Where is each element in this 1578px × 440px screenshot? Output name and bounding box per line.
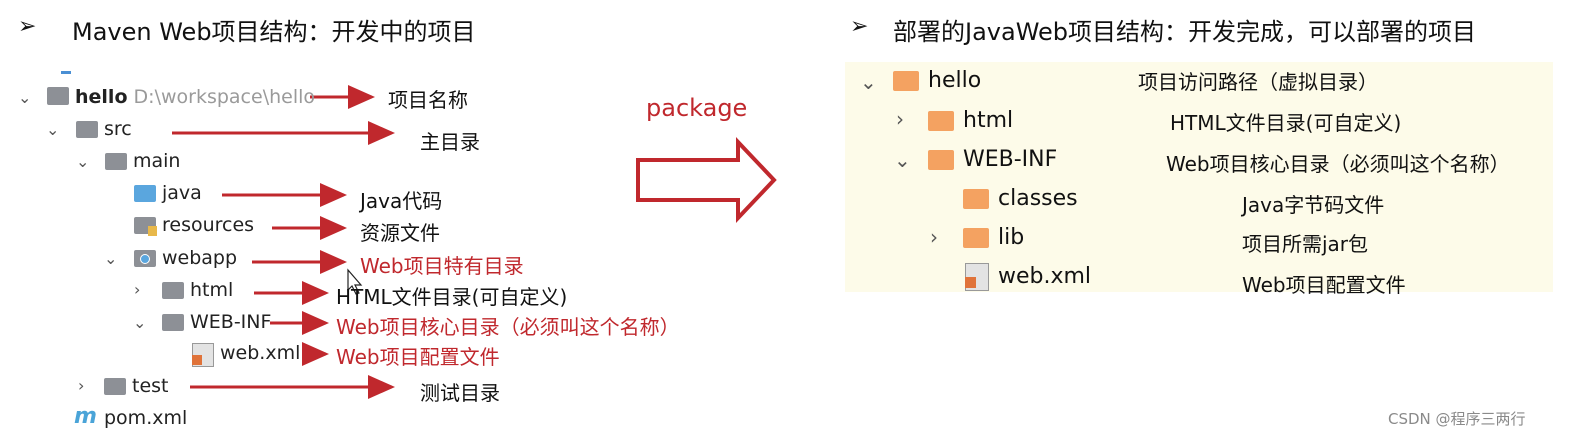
annotation-r-classes: Java字节码文件 [1242,193,1385,217]
mouse-cursor-icon [347,268,363,295]
chevron-down-icon[interactable]: ⌄ [76,152,90,171]
chevron-down-icon[interactable]: ⌄ [46,120,60,139]
xml-file-marker-icon [192,355,202,365]
xml-file-marker-icon [965,277,976,288]
chevron-down-icon[interactable]: ⌄ [104,249,118,268]
folder-icon [104,378,126,395]
deploy-item-webxml[interactable]: web.xml [998,264,1092,289]
chevron-down-icon[interactable]: ⌄ [860,70,877,94]
annotation-hello: 项目名称 [388,88,468,112]
folder-icon [105,153,127,170]
bullet-icon: ➢ [18,14,37,39]
tree-item-pom[interactable]: pom.xml [104,407,188,429]
folder-icon [963,228,989,248]
chevron-down-icon[interactable]: ⌄ [18,88,32,107]
annotation-r-hello: 项目访问路径（虚拟目录） [1138,70,1378,94]
folder-icon [162,282,184,299]
folder-icon [963,189,989,209]
chevron-right-icon[interactable]: › [78,376,85,395]
left-heading: Maven Web项目结构：开发中的项目 [72,18,476,46]
package-arrow [636,136,777,224]
annotation-webapp: Web项目特有目录 [360,254,524,278]
annotation-src: 主目录 [420,130,480,154]
deploy-item-lib[interactable]: lib [998,225,1025,250]
package-label: package [646,94,748,122]
annotation-webxml: Web项目配置文件 [336,345,500,369]
folder-icon [76,121,98,138]
annotation-r-webinf: Web项目核心目录（必须叫这个名称） [1166,152,1510,176]
tree-item-src[interactable]: src [104,118,132,140]
module-marker-icon [61,71,71,74]
deploy-structure-panel [845,62,1553,292]
chevron-right-icon[interactable]: › [896,107,904,131]
module-folder-icon [47,87,69,105]
chevron-down-icon[interactable]: ⌄ [894,148,911,172]
tree-item-hello-path: D:\workspace\hello [133,86,316,108]
tree-item-resources[interactable]: resources [162,214,255,236]
annotation-r-html: HTML文件目录(可自定义) [1170,111,1402,135]
bullet-icon: ➢ [850,14,869,39]
tree-item-java[interactable]: java [162,182,202,204]
deploy-item-hello[interactable]: hello [928,68,982,93]
deploy-item-webinf[interactable]: WEB-INF [963,147,1058,172]
deploy-item-classes[interactable]: classes [998,186,1078,211]
deploy-item-html[interactable]: html [963,108,1014,133]
web-marker-icon [140,254,150,264]
tree-item-hello[interactable]: hello D:\workspace\hello [75,86,315,108]
tree-item-webapp[interactable]: webapp [162,247,238,269]
annotation-java: Java代码 [360,189,443,213]
tree-item-html[interactable]: html [190,279,234,301]
folder-icon [162,314,184,331]
tree-item-webxml[interactable]: web.xml [220,342,301,364]
folder-icon [928,150,954,170]
resources-marker-icon [148,226,157,236]
chevron-right-icon[interactable]: › [134,280,141,299]
annotation-webinf: Web项目核心目录（必须叫这个名称） [336,315,680,339]
watermark: CSDN @程序三两行 [1388,410,1526,428]
annotation-r-webxml: Web项目配置文件 [1242,273,1406,297]
folder-icon [928,111,954,131]
annotation-test: 测试目录 [420,381,500,405]
chevron-right-icon[interactable]: › [930,225,938,249]
folder-icon [893,71,919,91]
annotation-r-lib: 项目所需jar包 [1242,232,1369,256]
source-folder-icon [134,185,156,202]
tree-item-main[interactable]: main [133,150,181,172]
tree-item-test[interactable]: test [132,375,169,397]
annotation-html: HTML文件目录(可自定义) [336,285,568,309]
annotation-resources: 资源文件 [360,221,440,245]
tree-item-hello-label: hello [75,86,128,108]
tree-item-webinf[interactable]: WEB-INF [190,311,272,333]
chevron-down-icon[interactable]: ⌄ [133,313,147,332]
right-heading: 部署的JavaWeb项目结构：开发完成，可以部署的项目 [893,18,1477,46]
maven-icon: m [74,404,97,429]
